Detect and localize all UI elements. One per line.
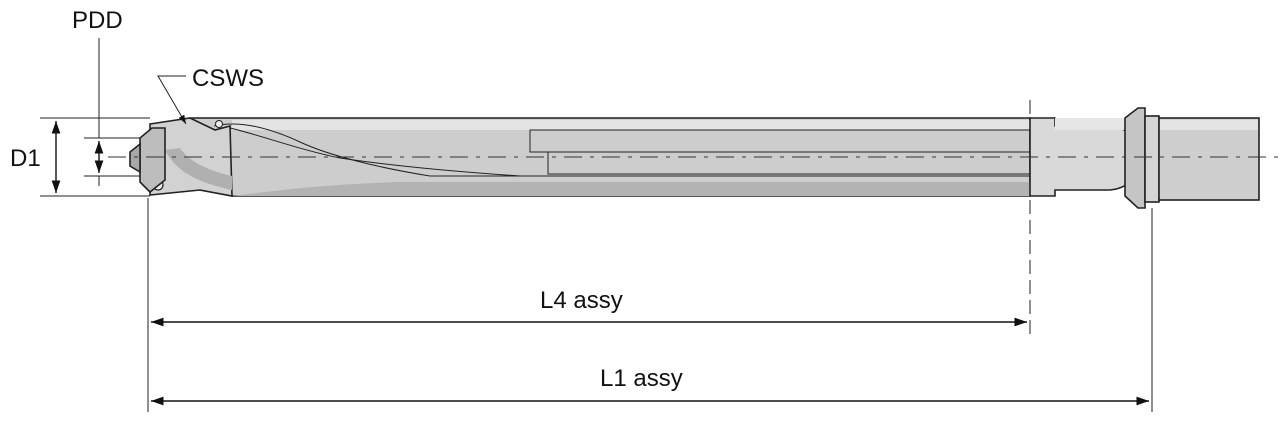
l1-label: L1 assy xyxy=(600,365,683,392)
d1-label: D1 xyxy=(10,145,41,172)
drill-tip xyxy=(139,127,166,194)
csws-label: CSWS xyxy=(192,65,264,92)
pdd-label: PDD xyxy=(72,7,123,34)
flute-shadow xyxy=(232,182,1030,196)
l4-label: L4 assy xyxy=(540,287,623,314)
drill-tool xyxy=(129,107,1260,209)
flange-ring xyxy=(1144,115,1160,203)
shank-end-highlight xyxy=(1160,120,1258,130)
shank-highlight xyxy=(232,120,1030,130)
csws-leader-line xyxy=(157,75,187,125)
flute-groove xyxy=(213,123,1030,177)
head-screw xyxy=(215,120,223,128)
shank-end xyxy=(1158,117,1260,201)
flange xyxy=(1124,107,1146,209)
head-flute xyxy=(165,148,232,190)
flute-groove-2 xyxy=(229,127,521,177)
drill-tip-point xyxy=(129,142,141,174)
collar-band xyxy=(1055,118,1125,130)
